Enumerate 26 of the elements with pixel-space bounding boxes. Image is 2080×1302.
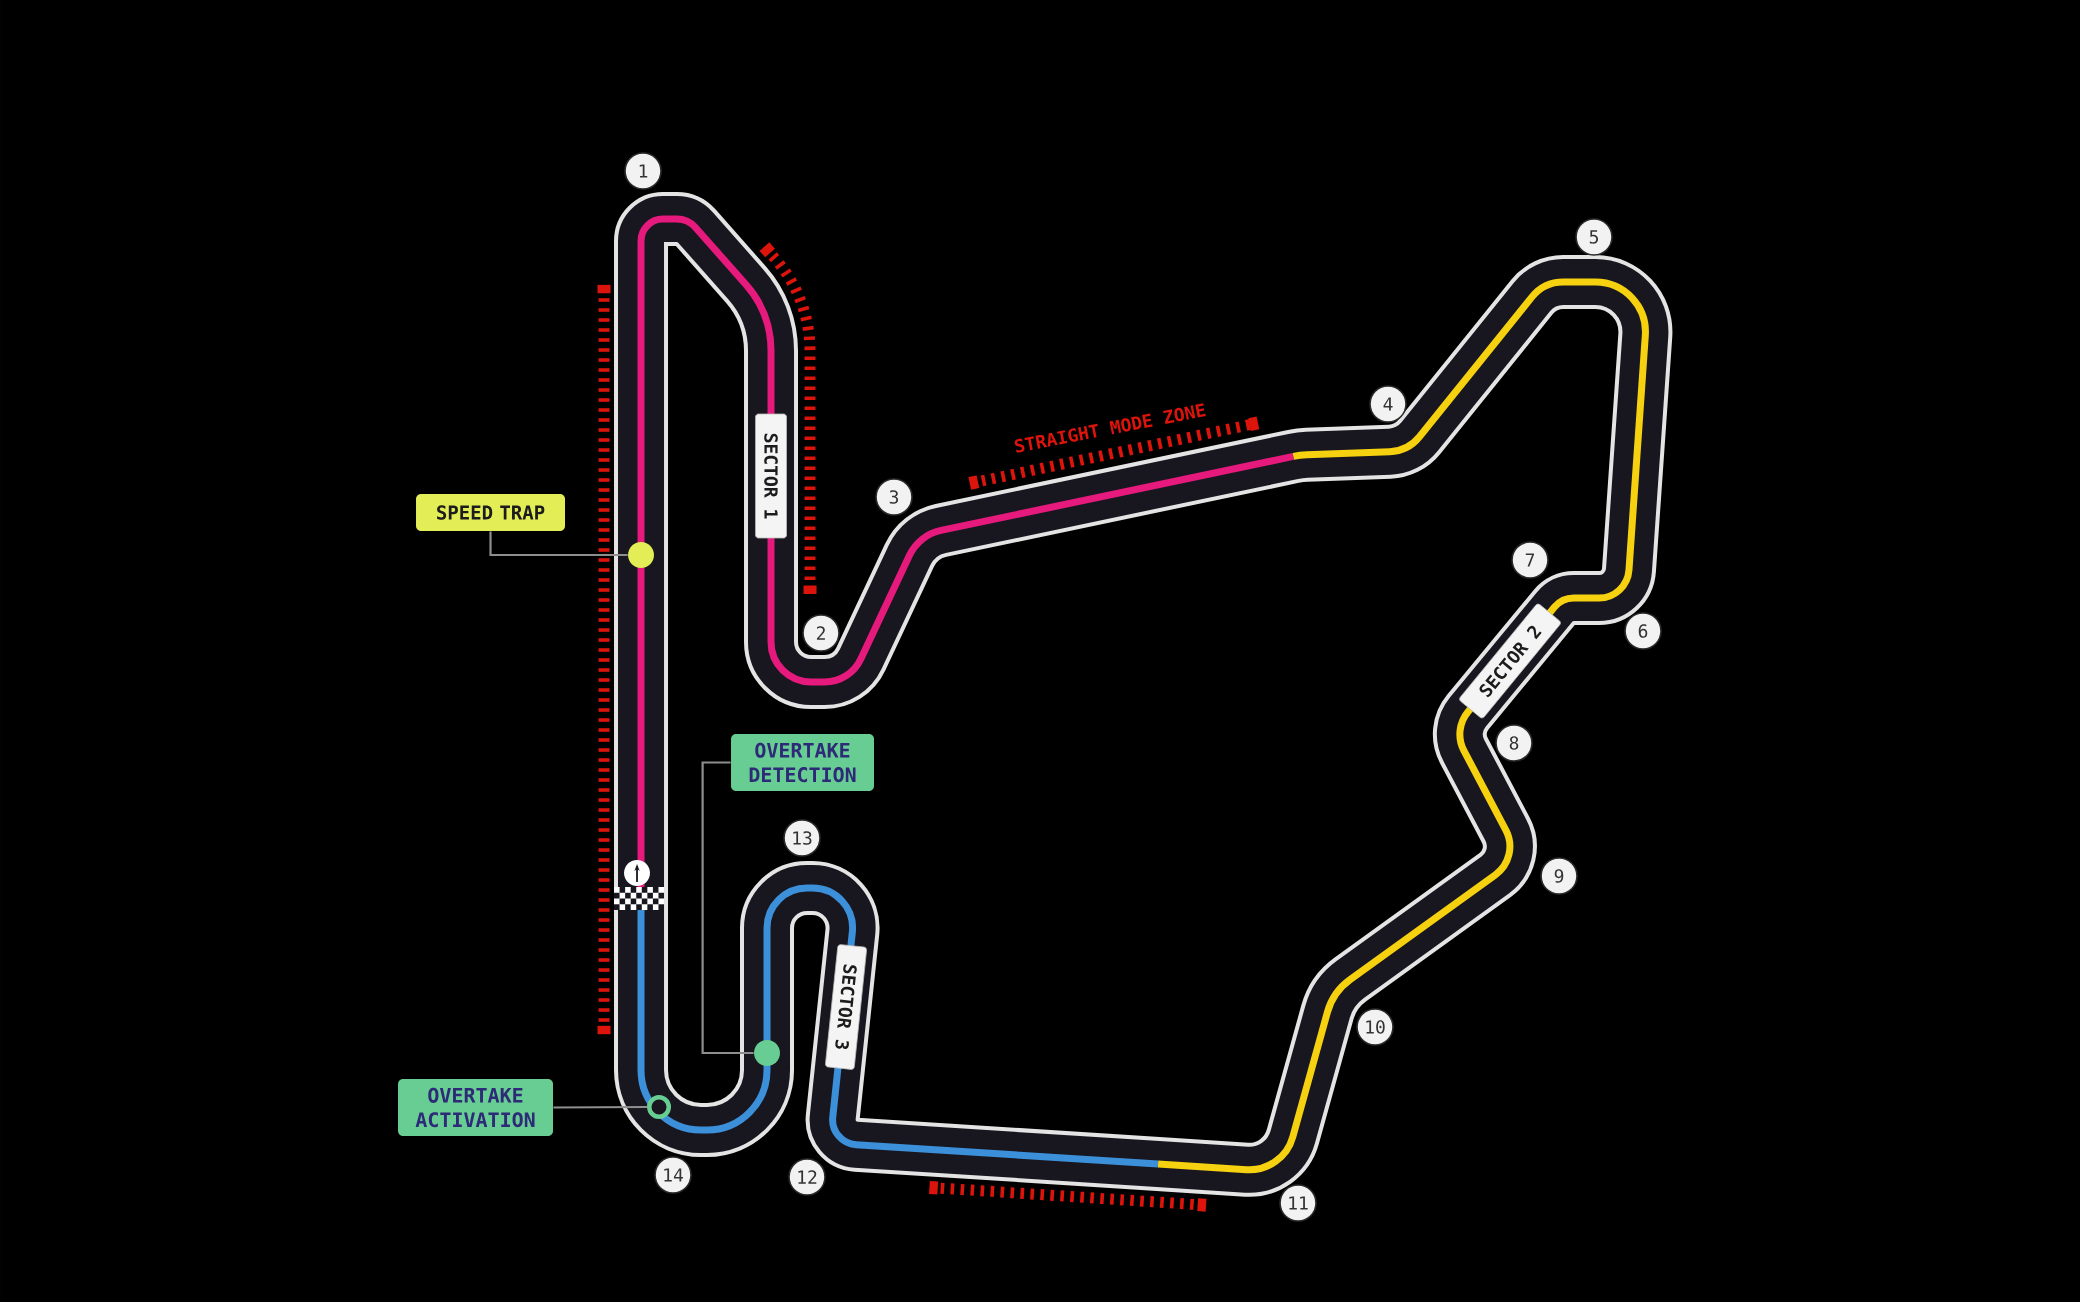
callout-box: OVERTAKE ACTIVATION [398, 1079, 553, 1136]
leader-line [701, 761, 754, 1055]
turn-number: 12 [788, 1158, 826, 1196]
turn-number: 5 [1575, 218, 1613, 256]
turn-number: 14 [654, 1156, 692, 1194]
callout-box: SPEED TRAP [416, 494, 565, 531]
turn-number: 13 [783, 819, 821, 857]
turn-number: 4 [1369, 385, 1407, 423]
leader-line [553, 1105, 648, 1109]
callout-box: OVERTAKE DETECTION [731, 734, 874, 791]
sector-tag: SECTOR 1 [755, 413, 787, 539]
marker-ring [647, 1095, 671, 1119]
turn-number: 9 [1540, 857, 1578, 895]
zone-label: STRAIGHT MODE ZONE [1014, 403, 1206, 453]
turn-number: 3 [875, 478, 913, 516]
sector-tag: SECTOR 3 [825, 944, 867, 1070]
marker-dot [628, 542, 654, 568]
turn-number: 7 [1511, 541, 1549, 579]
turn-number: 8 [1495, 724, 1533, 762]
leader-line [489, 531, 628, 557]
turn-number: 10 [1356, 1008, 1394, 1046]
turn-number: 6 [1624, 612, 1662, 650]
marker-dot [754, 1040, 780, 1066]
turn-number: 1 [624, 152, 662, 190]
turn-number: 11 [1279, 1184, 1317, 1222]
turn-number: 2 [802, 614, 840, 652]
